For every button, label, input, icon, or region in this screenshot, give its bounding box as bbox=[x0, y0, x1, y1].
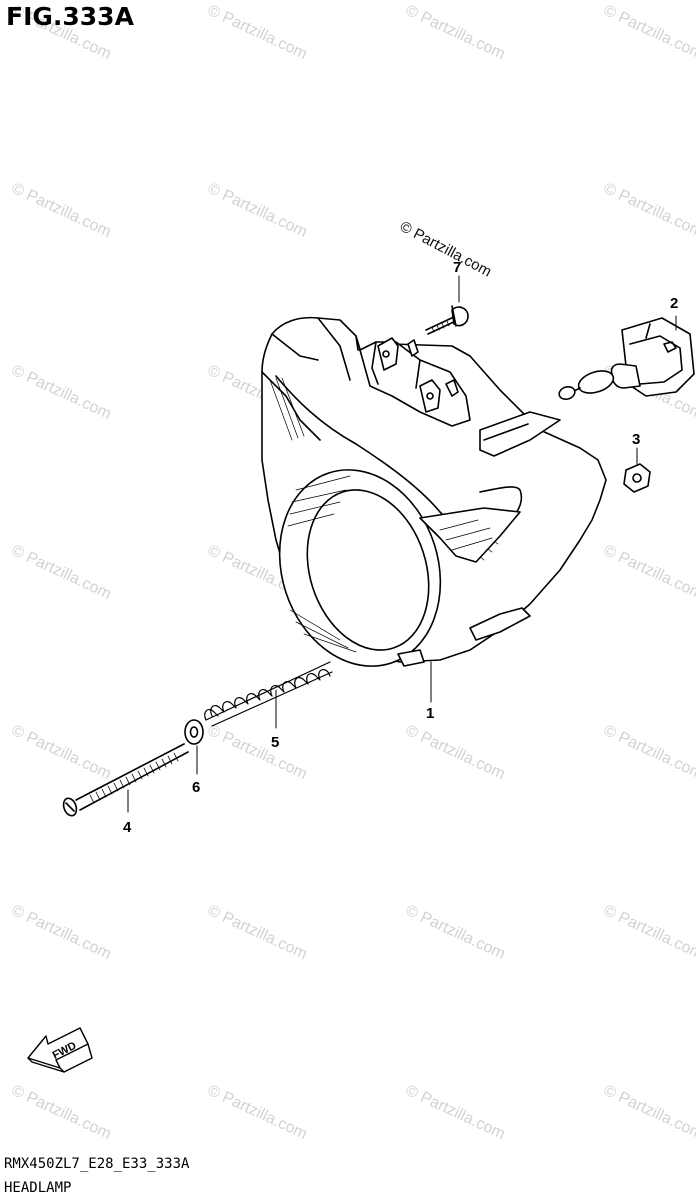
leader-lines bbox=[127, 275, 677, 813]
fwd-arrow-icon bbox=[27, 1027, 93, 1073]
callout-6: 6 bbox=[192, 779, 200, 796]
headlamp-housing[interactable] bbox=[255, 316, 607, 688]
diagram-name: HEADLAMP bbox=[4, 1180, 72, 1196]
adjusting-screw[interactable] bbox=[61, 743, 189, 818]
callout-5: 5 bbox=[271, 734, 279, 751]
diagram-code: RMX450ZL7_E28_E33_333A bbox=[4, 1156, 190, 1172]
headlamp-bulb[interactable] bbox=[558, 317, 695, 401]
callout-4: 4 bbox=[123, 819, 132, 836]
washer[interactable] bbox=[184, 719, 204, 745]
callout-3: 3 bbox=[632, 431, 640, 448]
nut[interactable] bbox=[623, 463, 651, 493]
spring[interactable] bbox=[204, 661, 333, 727]
callout-2: 2 bbox=[670, 295, 678, 312]
callout-7: 7 bbox=[453, 259, 461, 276]
screw[interactable] bbox=[425, 305, 469, 335]
callout-1: 1 bbox=[426, 705, 434, 722]
figure-title: FIG.333A bbox=[6, 2, 134, 31]
